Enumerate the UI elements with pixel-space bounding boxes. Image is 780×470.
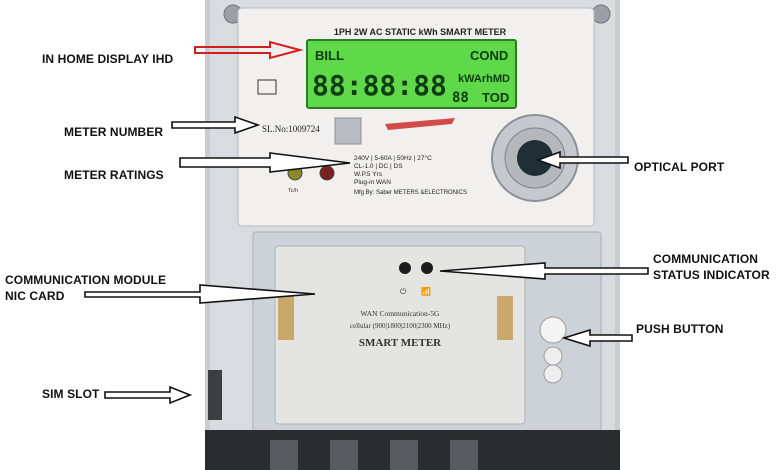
arrow-ihd: [194, 40, 304, 60]
module-latch-right: [497, 296, 513, 340]
push-button-tertiary[interactable]: [543, 364, 563, 384]
hologram-sticker: [334, 117, 362, 145]
terminal-2: [330, 440, 358, 470]
arrow-push-button: [561, 328, 633, 348]
arrow-comm-status: [439, 262, 649, 280]
maker-line: Mfg By: Saber METERS &ELECTRONICS: [354, 190, 467, 196]
callout-meter-number: METER NUMBER: [64, 125, 164, 139]
lcd-units: kWArhMD: [458, 73, 510, 85]
arrow-comm-module: [84, 284, 316, 304]
push-button-secondary[interactable]: [543, 346, 563, 366]
module-line-2: cellular (900|1800|2100|2300 MHz): [350, 322, 451, 330]
comm-status-led-2: [421, 262, 433, 274]
callout-comm-status-line2: STATUS INDICATOR: [653, 268, 770, 282]
led-label-1: Tc/h: [288, 188, 298, 194]
sim-slot: [208, 370, 222, 420]
maker-logo-icon: [385, 118, 455, 130]
lcd-small-digits: 88: [452, 90, 469, 106]
callout-push-button: PUSH BUTTON: [636, 322, 724, 336]
signal-icon: 📶: [421, 286, 431, 296]
arrow-meter-ratings: [179, 152, 351, 173]
module-title: SMART METER: [359, 337, 442, 349]
module-line-1: WAN Communication-5G: [361, 309, 441, 318]
certification-mark-icon: [257, 79, 277, 95]
push-button[interactable]: [539, 316, 567, 344]
rating-line-1: 240V | 5-60A | 50Hz | 27°C: [354, 154, 432, 162]
terminal-3: [390, 440, 418, 470]
callout-ihd: IN HOME DISPLAY IHD: [42, 52, 174, 66]
rating-line-2: CL-1.0 | DC | DS: [354, 163, 403, 170]
lcd-bill-indicator: BILL: [315, 48, 344, 63]
serial-number: SL.No:1009724: [262, 124, 320, 134]
arrow-meter-number: [171, 115, 261, 135]
lcd-main-digits: 88:88:88: [312, 69, 447, 102]
lcd-display: [306, 39, 517, 109]
terminal-1: [270, 440, 298, 470]
arrow-optical-port: [535, 150, 629, 170]
callout-meter-ratings: METER RATINGS: [64, 168, 164, 182]
communication-module: [274, 245, 526, 425]
comm-status-led-1: [399, 262, 411, 274]
terminal-4: [450, 440, 478, 470]
tamper-led-indicator: [319, 165, 335, 181]
callout-comm-module-line2: NIC CARD: [5, 289, 65, 303]
callout-optical-port: OPTICAL PORT: [634, 160, 725, 174]
rating-line-3: W.P.5 Yrs: [354, 171, 383, 178]
arrow-sim-slot: [104, 385, 193, 405]
power-icon: ⏻: [400, 287, 407, 296]
lcd-cond-indicator: COND: [470, 48, 508, 63]
callout-comm-status-line1: COMMUNICATION: [653, 252, 759, 266]
module-latch-left: [278, 296, 294, 340]
callout-sim-slot: SIM SLOT: [42, 387, 100, 401]
lcd-tod: TOD: [482, 90, 509, 105]
screw-top-right: [591, 4, 611, 24]
meter-header: 1PH 2W AC STATIC kWh SMART METER: [334, 27, 507, 37]
optical-port-lens: [517, 140, 553, 176]
rating-line-4: Plug-in WAN: [354, 179, 391, 186]
callout-comm-module-line1: COMMUNICATION MODULE: [5, 273, 167, 287]
